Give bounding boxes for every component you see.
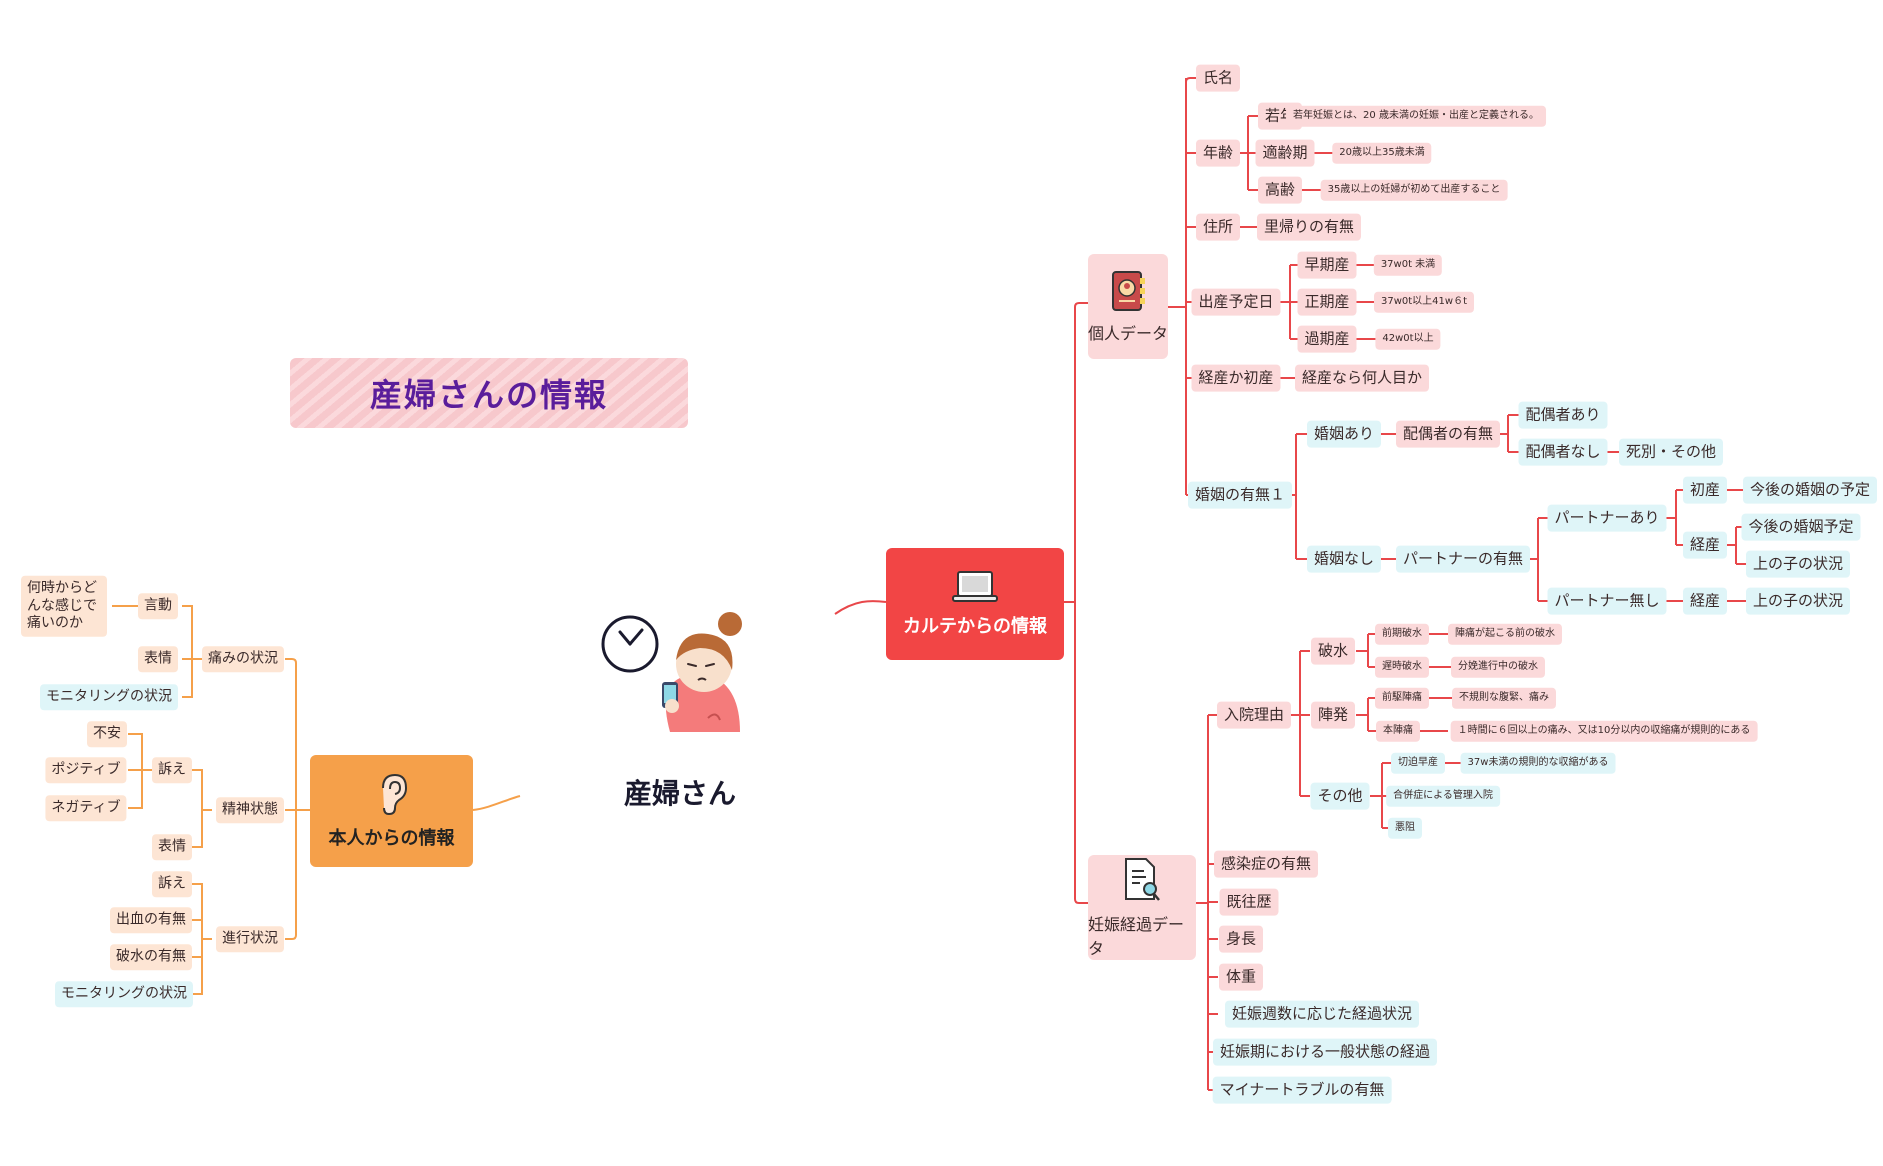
primipara-node[interactable]: 初産 (1682, 476, 1728, 504)
age-elder-note[interactable]: 35歳以上の妊婦が初めて出産すること (1320, 179, 1508, 201)
threatened-preterm-node[interactable]: 切迫早産 (1391, 752, 1445, 774)
minor-trouble-node[interactable]: マイナートラブルの有無 (1212, 1076, 1392, 1104)
center-topic[interactable]: 産婦さん (623, 777, 736, 810)
labor-onset-node[interactable]: 陣発 (1310, 701, 1356, 729)
clock-icon (601, 615, 659, 673)
karte-info-label: カルテからの情報 (903, 616, 1047, 637)
address-book-icon (1112, 270, 1145, 311)
partner-yes-node[interactable]: パートナーあり (1547, 504, 1667, 532)
due-date-node[interactable]: 出産予定日 (1191, 288, 1281, 316)
rupture-node[interactable]: 破水 (1310, 637, 1356, 665)
partner-no-node[interactable]: パートナー無し (1547, 587, 1667, 615)
age-prime-node[interactable]: 適齢期 (1255, 139, 1315, 167)
personal-data-node[interactable]: 個人データ (1088, 254, 1168, 359)
page-title: 産婦さんの情報 (290, 358, 688, 428)
mental-state-node[interactable]: 精神状態 (216, 797, 284, 823)
pain-speech-detail[interactable]: 何時からどんな感じで痛いのか (21, 575, 107, 637)
progress-complaint-node[interactable]: 訴え (152, 871, 192, 897)
mental-complaint-node[interactable]: 訴え (152, 757, 192, 783)
other-reason-node[interactable]: その他 (1310, 782, 1370, 810)
multipara-node[interactable]: 経産 (1682, 531, 1728, 559)
unmarried-node[interactable]: 婚姻なし (1306, 545, 1382, 573)
age-node[interactable]: 年齢 (1195, 139, 1241, 167)
multipara2-node[interactable]: 経産 (1682, 587, 1728, 615)
pregnancy-data-node[interactable]: 妊娠経過データ (1088, 855, 1196, 960)
term-note[interactable]: 37w0t以上41w６t (1373, 291, 1475, 313)
age-prime-note[interactable]: 20歳以上35歳未満 (1332, 142, 1432, 164)
self-info-label: 本人からの情報 (328, 828, 455, 849)
personal-data-label: 個人データ (1088, 323, 1169, 343)
laptop-icon (952, 571, 998, 602)
admission-reason-node[interactable]: 入院理由 (1216, 701, 1292, 729)
true-labor-node[interactable]: 本陣痛 (1376, 720, 1420, 742)
rupture-status-node[interactable]: 破水の有無 (110, 944, 192, 970)
elder-child2-node[interactable]: 上の子の状況 (1745, 587, 1851, 615)
prodromal-node[interactable]: 前駆陣痛 (1375, 687, 1429, 709)
spouse-node[interactable]: 配偶者の有無 (1395, 420, 1501, 448)
pain-status-node[interactable]: 痛みの状況 (202, 646, 284, 672)
height-node[interactable]: 身長 (1218, 925, 1264, 953)
anxiety-node[interactable]: 不安 (87, 721, 127, 747)
married-node[interactable]: 婚姻あり (1306, 420, 1382, 448)
mental-expression-node[interactable]: 表情 (152, 834, 192, 860)
delayed-rupture-note[interactable]: 分娩進行中の破水 (1451, 656, 1545, 678)
age-young-note[interactable]: 若年妊娠とは、20 歳未満の妊娠・出産と定義される。 (1286, 105, 1546, 127)
postterm-note[interactable]: 42w0t以上 (1375, 328, 1441, 350)
self-info-node[interactable]: 本人からの情報 (310, 755, 473, 867)
complication-node[interactable]: 合併症による管理入院 (1386, 785, 1500, 807)
parity-count-node[interactable]: 経産なら何人目か (1294, 364, 1430, 392)
pain-monitoring-node[interactable]: モニタリングの状況 (40, 684, 178, 710)
prom-node[interactable]: 前期破水 (1375, 623, 1429, 645)
future-marriage-plan2-node[interactable]: 今後の婚姻予定 (1741, 513, 1861, 541)
medical-history-node[interactable]: 既往歴 (1219, 888, 1279, 916)
marriage-node[interactable]: 婚姻の有無１ (1187, 481, 1293, 509)
parity-node[interactable]: 経産か初産 (1191, 364, 1281, 392)
karte-info-node[interactable]: カルテからの情報 (886, 548, 1064, 660)
true-labor-note[interactable]: １時間に６回以上の痛み、又は10分以内の収縮痛が規則的にある (1450, 720, 1758, 742)
spouse-yes-node[interactable]: 配偶者あり (1518, 401, 1608, 429)
age-elder-node[interactable]: 高齢 (1257, 176, 1303, 204)
positive-node[interactable]: ポジティブ (45, 757, 127, 783)
weight-node[interactable]: 体重 (1218, 963, 1264, 991)
ear-icon (381, 773, 407, 816)
pain-expression-node[interactable]: 表情 (138, 646, 178, 672)
document-search-icon (1125, 857, 1160, 901)
bereaved-node[interactable]: 死別・その他 (1618, 438, 1724, 466)
term-node[interactable]: 正期産 (1297, 288, 1357, 316)
address-node[interactable]: 住所 (1195, 213, 1241, 241)
partner-node[interactable]: パートナーの有無 (1395, 545, 1531, 573)
weekly-progress-node[interactable]: 妊娠週数に応じた経過状況 (1224, 1000, 1420, 1028)
pain-speech-node[interactable]: 言動 (138, 593, 178, 619)
progress-monitoring-node[interactable]: モニタリングの状況 (55, 981, 193, 1007)
spouse-no-node[interactable]: 配偶者なし (1518, 438, 1608, 466)
future-marriage-plan-node[interactable]: 今後の婚姻の予定 (1742, 476, 1878, 504)
general-condition-node[interactable]: 妊娠期における一般状態の経過 (1212, 1038, 1438, 1066)
hyperemesis-node[interactable]: 悪阻 (1388, 817, 1422, 839)
pregnancy-data-label: 妊娠経過データ (1088, 914, 1185, 958)
threatened-preterm-note[interactable]: 37w未満の規則的な収縮がある (1460, 752, 1616, 774)
name-node[interactable]: 氏名 (1195, 64, 1241, 92)
preterm-note[interactable]: 37w0t 未満 (1373, 254, 1443, 276)
homecoming-node[interactable]: 里帰りの有無 (1256, 213, 1362, 241)
infection-node[interactable]: 感染症の有無 (1213, 850, 1319, 878)
pregnant-woman-illustration (601, 612, 742, 732)
preterm-node[interactable]: 早期産 (1297, 251, 1357, 279)
postterm-node[interactable]: 過期産 (1297, 325, 1357, 353)
delayed-rupture-node[interactable]: 遅時破水 (1375, 656, 1429, 678)
prodromal-note[interactable]: 不規則な腹緊、痛み (1452, 687, 1556, 709)
prom-note[interactable]: 陣痛が起こる前の破水 (1448, 623, 1562, 645)
elder-child-node[interactable]: 上の子の状況 (1745, 550, 1851, 578)
negative-node[interactable]: ネガティブ (45, 795, 127, 821)
bleeding-node[interactable]: 出血の有無 (110, 907, 192, 933)
progress-status-node[interactable]: 進行状況 (216, 926, 284, 952)
